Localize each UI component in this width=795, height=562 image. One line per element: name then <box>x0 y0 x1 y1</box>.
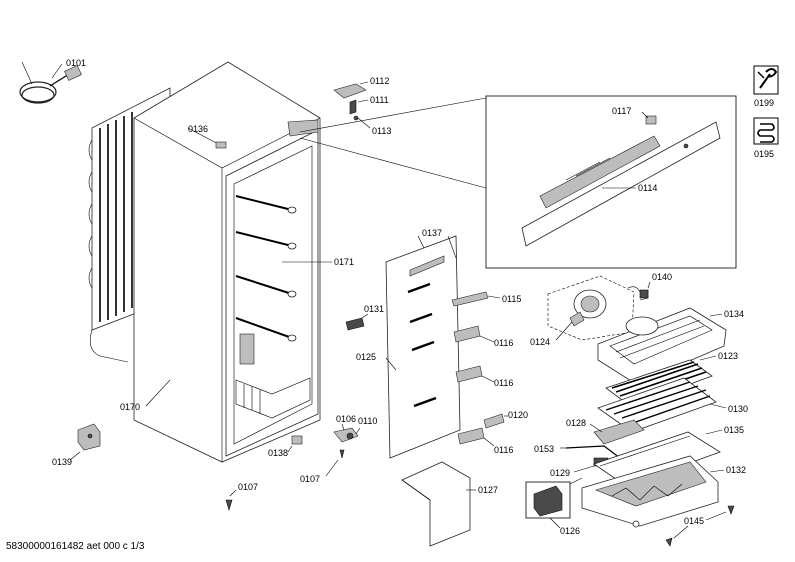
evaporator-cover <box>597 307 727 385</box>
label-0113: 0113 <box>372 126 391 136</box>
wrench-icon <box>753 65 779 95</box>
label-0153: 0153 <box>534 444 554 454</box>
cabinet <box>133 61 321 463</box>
label-0116-a: 0116 <box>494 338 513 348</box>
power-cord <box>19 61 82 104</box>
label-0134: 0134 <box>724 309 744 319</box>
label-0120: 0120 <box>508 410 528 420</box>
label-0195: 0195 <box>754 149 774 159</box>
label-0125: 0125 <box>356 352 376 362</box>
label-0116-c: 0116 <box>494 445 513 455</box>
label-0124: 0124 <box>530 337 550 347</box>
bottom-tray <box>581 455 719 528</box>
label-0107-a: 0107 <box>238 482 258 492</box>
label-0126: 0126 <box>560 526 580 536</box>
label-0199: 0199 <box>754 98 774 108</box>
label-0116-b: 0116 <box>494 378 513 388</box>
label-0137: 0137 <box>422 228 442 238</box>
label-0123: 0123 <box>718 351 738 361</box>
hinge-bracket <box>77 423 101 451</box>
label-0145: 0145 <box>684 516 704 526</box>
door-hinge-part <box>333 427 359 459</box>
label-0129: 0129 <box>550 468 570 478</box>
label-0117: 0117 <box>612 106 631 116</box>
label-0130: 0130 <box>728 404 748 414</box>
rear-panel <box>385 235 461 459</box>
label-0112: 0112 <box>370 76 389 86</box>
label-0131: 0131 <box>364 304 384 314</box>
label-0127: 0127 <box>478 485 498 495</box>
label-0138: 0138 <box>268 448 288 458</box>
label-0106: 0106 <box>336 414 356 424</box>
label-0101: 0101 <box>66 58 86 68</box>
top-hinge-cover <box>333 83 367 121</box>
part-0126-box <box>525 481 571 519</box>
drip-tray <box>401 461 471 547</box>
coil-icon <box>753 117 779 145</box>
label-0128: 0128 <box>566 418 586 428</box>
label-0170: 0170 <box>120 402 140 412</box>
label-0115: 0115 <box>502 294 521 304</box>
label-0136: 0136 <box>188 124 208 134</box>
control-panel-strip <box>521 115 721 247</box>
label-0171: 0171 <box>334 257 354 267</box>
label-0132: 0132 <box>726 465 746 475</box>
document-reference: 58300000161482 aet 000 c 1/3 <box>6 541 145 552</box>
label-0140: 0140 <box>652 272 672 282</box>
detail-box <box>485 95 737 269</box>
label-0139: 0139 <box>52 457 72 467</box>
label-0107-b: 0107 <box>300 474 320 484</box>
part-0126 <box>533 485 563 517</box>
label-0114: 0114 <box>638 183 657 193</box>
label-0111: 0111 <box>370 95 389 105</box>
label-0110: 0110 <box>358 416 377 426</box>
fan-motor <box>569 289 607 327</box>
label-0135: 0135 <box>724 425 744 435</box>
